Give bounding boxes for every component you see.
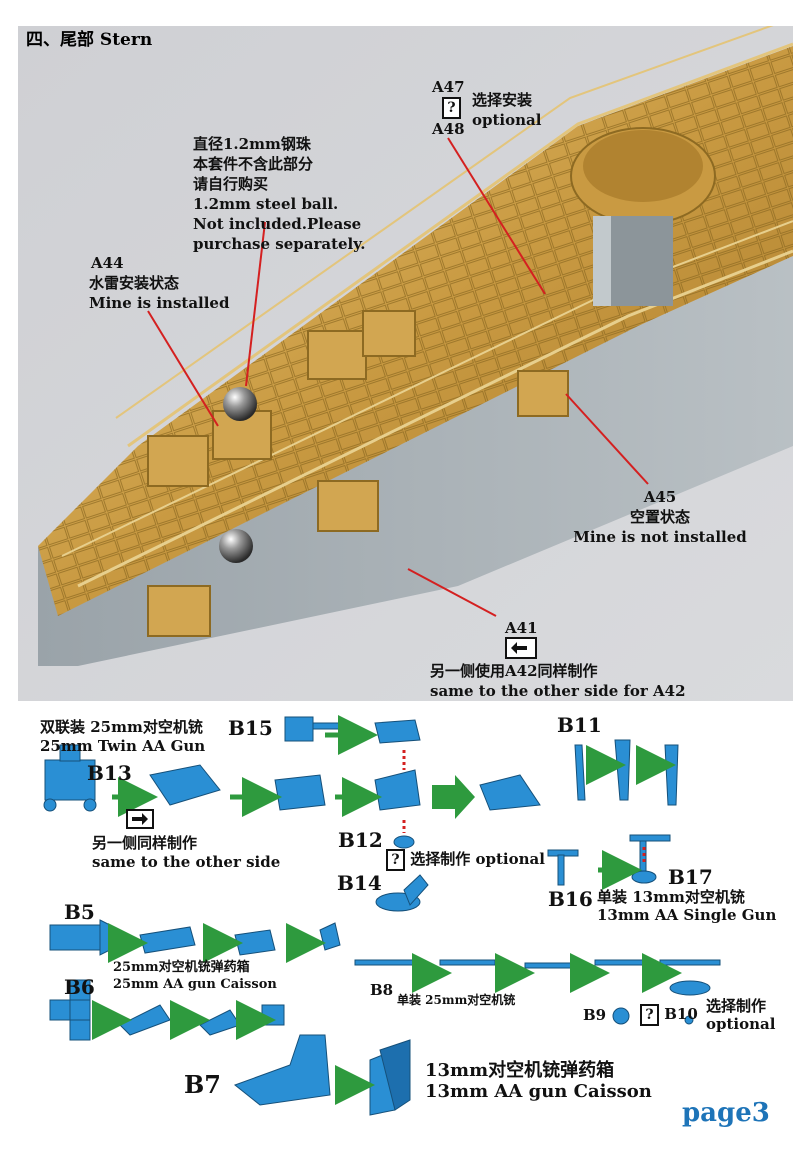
- optional-question-box: ?: [442, 97, 461, 119]
- a45-callout: A45 空置状态 Mine is not installed: [570, 487, 750, 547]
- b11-label: B11: [557, 713, 602, 737]
- a45-zh: 空置状态: [629, 508, 690, 526]
- steel-ball-2: [219, 529, 253, 563]
- caisson13-en: 13mm AA gun Caisson: [425, 1081, 652, 1102]
- single25-question-box: ?: [640, 1004, 659, 1026]
- b13-label: B13: [87, 761, 132, 785]
- single25-optional-zh: 选择制作: [706, 997, 767, 1015]
- b10-label: B10: [664, 1005, 698, 1023]
- caisson13-zh: 13mm对空机铳弹药箱: [425, 1060, 615, 1081]
- a47-a48-text: 选择安装 optional: [472, 90, 541, 130]
- twin-gun-en: 25mm Twin AA Gun: [40, 737, 206, 755]
- steel-ball-callout: 直径1.2mm钢珠 本套件不含此部分 请自行购买 1.2mm steel bal…: [193, 134, 365, 254]
- twin-optional-en: optional: [475, 850, 545, 868]
- a45-en: Mine is not installed: [573, 528, 747, 546]
- a47-part: A47: [432, 78, 465, 96]
- b9-part: [612, 1007, 630, 1025]
- twin-other-side-zh: 另一侧同样制作: [92, 834, 198, 852]
- double-arrow-icon-2: [126, 809, 154, 829]
- b15-label: B15: [228, 716, 273, 740]
- a47-en: optional: [472, 111, 542, 129]
- a47-zh: 选择安装: [472, 91, 533, 109]
- b16-label: B16: [548, 887, 593, 911]
- b12-part: [393, 835, 415, 849]
- twin-optional-zh: 选择制作: [410, 850, 471, 868]
- assembly-diagrams: [43, 715, 721, 1116]
- a44-zh: 水雷安装状态: [89, 274, 180, 292]
- caisson25-en: 25mm AA gun Caisson: [113, 977, 277, 992]
- b13-part: [44, 759, 96, 801]
- steel-ball-line-5: Not included.Please: [193, 215, 362, 233]
- b8-label: B8: [370, 981, 394, 999]
- steel-ball-line-6: purchase separately.: [193, 235, 366, 253]
- single25-optional-en: optional: [706, 1015, 776, 1033]
- b17-label: B17: [668, 865, 713, 889]
- b12-label: B12: [338, 828, 383, 852]
- steel-ball-line-4: 1.2mm steel ball.: [193, 195, 339, 213]
- steel-ball-line-1: 直径1.2mm钢珠: [193, 135, 311, 153]
- a44-part: A44: [91, 254, 124, 272]
- a44-en: Mine is installed: [89, 294, 230, 312]
- section-title: 四、尾部 Stern: [26, 30, 153, 50]
- single13-zh: 单装 13mm对空机铳: [597, 888, 745, 906]
- b7-label: B7: [184, 1070, 221, 1099]
- b6-label: B6: [64, 975, 95, 999]
- a41-en: same to the other side for A42: [430, 682, 686, 700]
- a44-callout: A44 水雷安装状态 Mine is installed: [89, 253, 229, 313]
- a41-zh: 另一侧使用A42同样制作: [430, 662, 598, 680]
- a48-part: A48: [432, 120, 465, 138]
- single25-zh: 单装 25mm对空机铳: [397, 993, 516, 1007]
- b10-part: [684, 1015, 694, 1025]
- caisson25-zh: 25mm对空机铳弹药箱: [113, 960, 250, 975]
- a45-part: A45: [643, 488, 677, 506]
- stern-photo: [18, 26, 793, 701]
- hull-shape: [38, 256, 793, 666]
- b5-label: B5: [64, 900, 95, 924]
- a41-part: A41: [505, 619, 538, 637]
- steel-ball-1: [223, 387, 257, 421]
- double-arrow-icon: [505, 637, 537, 659]
- a47-a48-callout: A47 ? A48: [432, 77, 465, 139]
- twin-other-side-en: same to the other side: [92, 853, 281, 871]
- b14-label: B14: [337, 871, 382, 895]
- page-number: page3: [682, 1098, 770, 1128]
- b9-label: B9: [583, 1006, 607, 1024]
- single13-en: 13mm AA Single Gun: [597, 906, 777, 924]
- steel-ball-line-2: 本套件不含此部分: [193, 155, 314, 173]
- twin-optional-question-box: ?: [386, 849, 405, 871]
- steel-ball-line-3: 请自行购买: [193, 175, 269, 193]
- twin-gun-zh: 双联装 25mm对空机铳: [40, 718, 203, 736]
